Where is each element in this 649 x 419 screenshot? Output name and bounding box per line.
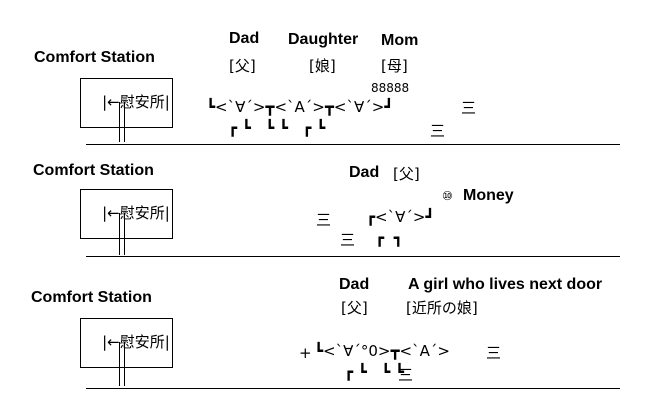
speed-lines-top: 三: [461, 99, 477, 117]
ground-line: [86, 388, 620, 389]
dad-figure: ┏<`∀´>┛: [366, 208, 435, 226]
ground-line: [86, 144, 620, 145]
sign-board-text: |←慰安所|: [102, 333, 170, 351]
sign-board: |←慰安所|: [80, 318, 173, 368]
applause-text: 88888: [371, 81, 410, 95]
family-feet: ┏ ┗ ┗ ┗ ┏ ┗: [228, 119, 326, 137]
sign-board: |←慰安所|: [80, 78, 173, 128]
mom-label: Mom: [381, 32, 419, 49]
speed-lines-top: 三: [316, 211, 332, 229]
sign-board-text: |←慰安所|: [102, 204, 170, 222]
mom-kanji: [母]: [381, 57, 408, 75]
dad-kanji: [父]: [341, 299, 368, 317]
pair-feet: ┏ ┗ ┗ ┗: [344, 363, 404, 381]
dad-feet: ┏ ┓: [375, 229, 403, 247]
plus-mark: +: [299, 344, 312, 362]
dad-label: Dad: [229, 30, 260, 47]
family-figures: ┗<`∀´>┳<`A´>┳<`∀´>┛: [206, 98, 394, 116]
dad-kanji: [父]: [229, 57, 256, 75]
speed-lines-bottom: 三: [398, 366, 414, 384]
sign-title: Comfort Station: [33, 162, 154, 179]
money-label: Money: [463, 187, 514, 204]
sign-board-text: |←慰安所|: [102, 93, 170, 111]
sign-post: [119, 102, 125, 142]
pair-figures: ┗<`∀´°0>┳<`A´>: [314, 342, 450, 360]
ground-line: [86, 256, 620, 257]
girl-label: A girl who lives next door: [408, 276, 603, 293]
dad-label: Dad: [339, 276, 370, 293]
speed-lines-right: 三: [486, 344, 502, 362]
daughter-label: Daughter: [288, 31, 359, 48]
sign-post: [119, 213, 125, 255]
girl-kanji: [近所の娘]: [406, 299, 478, 317]
speed-lines-bottom: 三: [430, 122, 446, 140]
daughter-kanji: [娘]: [309, 57, 336, 75]
sign-post: [119, 342, 125, 386]
dad-kanji: [父]: [393, 165, 420, 183]
dad-label: Dad: [349, 164, 380, 181]
coin-icon: ⑩: [442, 189, 453, 203]
speed-lines-bottom: 三: [340, 231, 356, 249]
sign-title: Comfort Station: [31, 289, 152, 306]
sign-title: Comfort Station: [34, 49, 155, 66]
sign-board: |←慰安所|: [80, 189, 173, 239]
